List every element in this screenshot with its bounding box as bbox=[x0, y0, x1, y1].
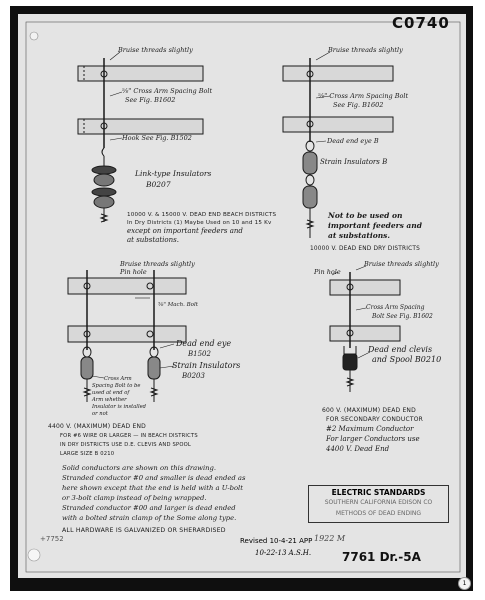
bl-bruise-note: Bruise threads slightly bbox=[119, 260, 195, 268]
left-margin-mark: +7752 bbox=[40, 535, 64, 543]
tl-caption-2: In Dry Districts (1) Maybe Used on 10 an… bbox=[127, 220, 272, 226]
tl-caption-1: 10000 V. & 15000 V. DEAD END BEACH DISTR… bbox=[127, 212, 277, 218]
br-caption-5: 4400 V. Dead End bbox=[325, 445, 390, 453]
br-caption-2: FOR SECONDARY CONDUCTOR bbox=[326, 416, 423, 423]
tr-cross-arm-spacing: ⅝" Cross Arm Spacing Bolt bbox=[318, 92, 409, 100]
crossarm-lower bbox=[77, 118, 204, 135]
punch-hole-top bbox=[29, 31, 39, 41]
tl-bruise-note: Bruise threads slightly bbox=[117, 46, 193, 54]
insulator-disc-2 bbox=[91, 187, 117, 197]
corner-badge: 1 bbox=[458, 577, 471, 590]
note-line-6: with a bolted strain clamp of the Some a… bbox=[62, 514, 236, 522]
bl-note-1: Cross Arm bbox=[104, 376, 132, 382]
br-caption-4: For larger Conductors use bbox=[325, 435, 420, 443]
tl-caption-3: except on important feeders and bbox=[127, 227, 243, 235]
br-pin-hole: Pin hole bbox=[313, 268, 341, 276]
strain-insulator-right bbox=[147, 356, 161, 380]
spool-insulator bbox=[342, 353, 358, 371]
bl-mach-bolt: ⅝" Mach. Bolt bbox=[158, 302, 199, 308]
br-cross-arm-spacing: Cross Arm Spacing bbox=[366, 304, 425, 311]
bl-caption-2: FOR #6 WIRE OR LARGER — IN BEACH DISTRIC… bbox=[60, 433, 198, 439]
approval-stamp: 1922 M bbox=[314, 534, 346, 543]
title-block-title: ELECTRIC STANDARDS bbox=[331, 488, 426, 497]
top-right-assembly bbox=[282, 51, 394, 238]
note-line-3: here shown except that the end is held w… bbox=[62, 484, 243, 492]
tr-caption: 10000 V. DEAD END DRY DISTRICTS bbox=[310, 246, 420, 252]
bl-note-5: Insulator is installed bbox=[91, 404, 147, 410]
bl-caption-1: 4400 V. (MAXIMUM) DEAD END bbox=[48, 423, 146, 430]
tl-insulator-label: Link-type Insulators bbox=[134, 169, 211, 178]
crossarm-lower bbox=[67, 325, 187, 343]
top-left-assembly bbox=[77, 51, 204, 223]
bl-pin-hole: Pin hole bbox=[119, 268, 147, 276]
bl-strain-label: Strain Insulators bbox=[172, 361, 240, 370]
note-line-4: or 3-bolt clamp instead of being wrapped… bbox=[62, 494, 207, 502]
insulator-disc-1 bbox=[91, 165, 117, 175]
br-clevis-2: and Spool B0210 bbox=[372, 355, 441, 364]
punch-hole-bottom bbox=[27, 548, 41, 562]
note-line-1: Solid conductors are shown on this drawi… bbox=[62, 464, 216, 472]
note-line-5: Stranded conductor #00 and larger is dea… bbox=[62, 504, 236, 512]
tr-dead-end-eye: Dead end eye B bbox=[326, 137, 379, 145]
tl-caption-4: at substations. bbox=[127, 236, 179, 244]
title-block-subtitle: METHODS OF DEAD ENDING bbox=[335, 510, 422, 517]
bl-note-2: Spacing Bolt to be bbox=[92, 383, 140, 389]
tl-insulator-code: B0207 bbox=[145, 180, 171, 189]
title-block: ELECTRIC STANDARDS SOUTHERN CALIFORNIA E… bbox=[308, 485, 449, 523]
bl-strain-code: B0203 bbox=[181, 372, 206, 380]
tr-warning-3: at substations. bbox=[328, 231, 390, 240]
br-caption-3: #2 Maximum Conductor bbox=[326, 425, 414, 433]
tr-strain-label: Strain Insulators B bbox=[320, 158, 387, 166]
strain-insulator-left bbox=[80, 356, 94, 380]
note-line-2: Stranded conductor #0 and smaller is dea… bbox=[62, 474, 246, 482]
note-line-7: ALL HARDWARE IS GALVANIZED OR SHERARDISE… bbox=[62, 527, 226, 534]
tl-cross-arm-spacing: ⅝" Cross Arm Spacing Bolt bbox=[122, 87, 213, 95]
br-bruise-note: Bruise threads slightly bbox=[363, 260, 439, 268]
crossarm-upper bbox=[329, 279, 401, 296]
crossarm-lower bbox=[329, 325, 401, 342]
sheet-number: C0740 bbox=[392, 14, 450, 32]
tr-warning-2: important feeders and bbox=[328, 221, 423, 230]
revised-date: 10-22-13 A.S.H. bbox=[255, 549, 312, 557]
bottom-left-assembly bbox=[67, 270, 187, 402]
tr-bruise-note: Bruise threads slightly bbox=[327, 46, 403, 54]
strain-insulator-2 bbox=[302, 185, 318, 209]
bl-note-3: used at end of bbox=[92, 390, 130, 396]
drawing-border bbox=[25, 21, 461, 573]
bl-dead-end-code: B1502 bbox=[187, 350, 212, 358]
br-caption-1: 600 V. (MAXIMUM) DEAD END bbox=[322, 407, 416, 414]
crossarm-upper bbox=[77, 65, 204, 82]
bl-note-4: Arm whether bbox=[91, 397, 127, 403]
crossarm-lower bbox=[282, 116, 394, 133]
tl-hook-note: Hook See Fig. B1502 bbox=[121, 134, 192, 142]
drawing-sheet bbox=[18, 14, 466, 578]
title-block-company: SOUTHERN CALIFORNIA EDISON CO bbox=[324, 499, 433, 506]
crossarm-upper bbox=[67, 277, 187, 295]
strain-insulator-1 bbox=[302, 151, 318, 175]
bl-note-6: or not bbox=[92, 411, 109, 417]
tl-see-fig: See Fig. B1602 bbox=[125, 96, 175, 104]
crossarm-upper bbox=[282, 65, 394, 82]
revised-label: Revised 10-4-21 APP bbox=[240, 537, 313, 545]
bl-caption-4: LARGE SIZE B 0210 bbox=[60, 451, 114, 457]
tr-see-fig: See Fig. B1602 bbox=[333, 101, 383, 109]
bl-dead-end-eye: Dead end eye bbox=[175, 339, 231, 348]
drawing-number: 7761 Dr.-5A bbox=[342, 550, 421, 564]
br-clevis-1: Dead end clevis bbox=[367, 345, 432, 354]
bl-caption-3: IN DRY DISTRICTS USE D.E. CLEVIS AND SPO… bbox=[60, 442, 191, 448]
bottom-right-assembly bbox=[329, 265, 401, 392]
br-see-fig: Bolt See Fig. B1602 bbox=[371, 313, 433, 320]
tr-warning-1: Not to be used on bbox=[327, 211, 402, 220]
